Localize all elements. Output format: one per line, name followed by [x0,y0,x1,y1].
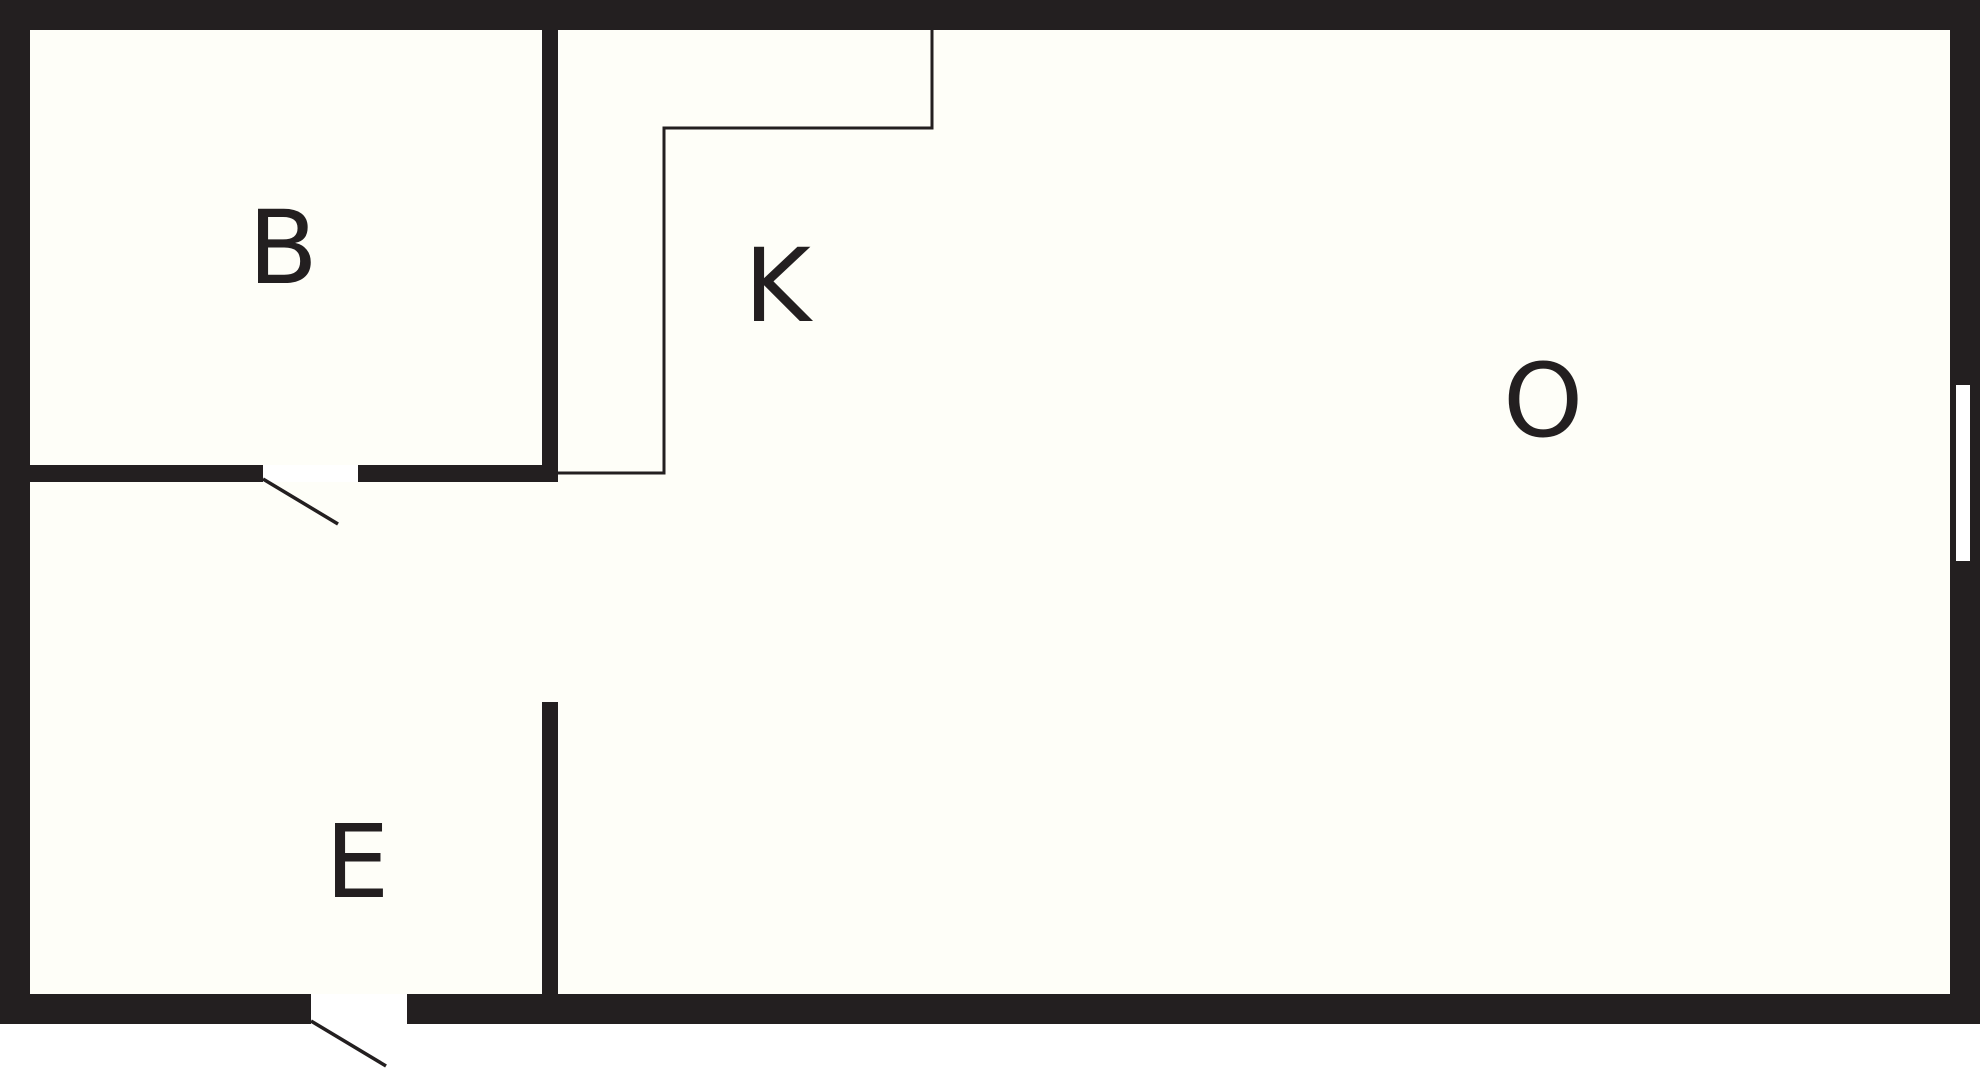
entrance-door-leaf [310,1019,387,1068]
room-label-bedroom: B [248,189,318,308]
floor-bedroom [30,30,542,465]
kitchen-counter-outline [558,30,934,475]
floor-main [558,30,1950,994]
floor-passage [540,482,560,702]
room-label-kitchen: K [744,227,814,346]
bedroom-door-leaf [262,477,339,526]
entrance-door-opening [311,994,407,1024]
wall-bedroom-east [542,30,558,482]
bedroom-door-opening [263,465,358,482]
wall-entrance-east [542,702,558,994]
floor-entrance [30,482,560,994]
room-label-entrance: E [325,803,389,922]
east-window [1956,385,1970,561]
room-label-open-living: O [1503,342,1583,461]
